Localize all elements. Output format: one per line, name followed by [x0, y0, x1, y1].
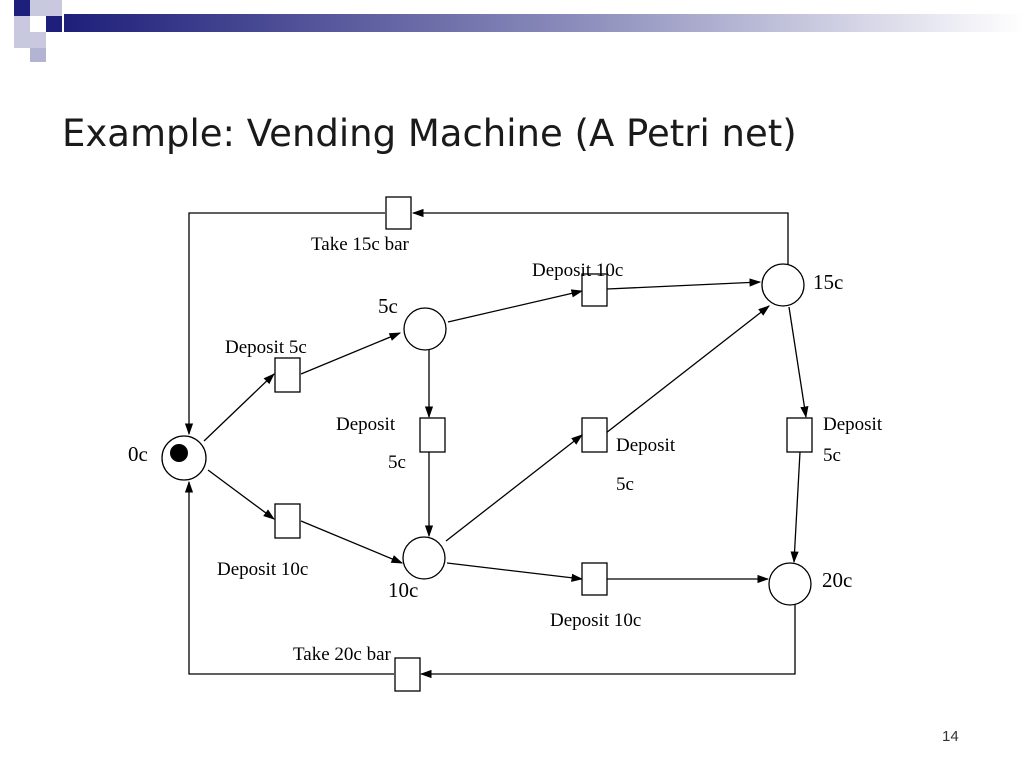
arc-dep5r-to-20c: [790, 451, 801, 564]
transition-label-dep5-d-line1: Deposit: [616, 435, 676, 456]
slide-title: Example: Vending Machine (A Petri net): [62, 112, 797, 155]
deco-square-light-5: [14, 32, 30, 48]
place-label-10c: 10c: [388, 578, 418, 602]
transition-dep10-bottom: [581, 562, 608, 596]
transition-dep5-d: [581, 417, 608, 453]
place-label-0c: 0c: [128, 442, 148, 466]
deco-square-light-2: [46, 0, 62, 16]
arc-0c-to-dep5a: [203, 373, 275, 442]
transition-label-dep5-r-line1: Deposit: [823, 414, 883, 435]
arc-0c-to-dep10left: [207, 469, 275, 520]
deco-square-light-4: [30, 32, 46, 48]
transition-label-dep10-left: Deposit 10c: [217, 559, 308, 580]
transition-label-dep5-d-line2: 5c: [616, 474, 634, 495]
arc-take20-to-0c: [184, 480, 394, 675]
arc-15c-to-dep5r: [788, 306, 809, 419]
transition-label-dep10-top: Deposit 10c: [532, 260, 623, 281]
arc-dep10top-to-15c: [606, 278, 762, 290]
arc-20c-to-take20: [419, 604, 796, 679]
arc-take15-to-0c: [184, 212, 385, 436]
transition-dep10-left: [274, 503, 301, 539]
page-number: 14: [942, 728, 959, 745]
place-label-20c: 20c: [822, 568, 852, 592]
transition-dep5-r: [786, 417, 813, 453]
place-5c: [403, 307, 447, 351]
arc-5c-to-dep10top: [447, 289, 584, 323]
deco-square-light-3: [14, 16, 30, 32]
transition-label-dep5-v-line2: 5c: [388, 452, 406, 473]
transition-label-dep5-a: Deposit 5c: [225, 337, 307, 358]
arc-dep10left-to-10c: [300, 520, 404, 564]
deco-square-navy-1: [14, 0, 30, 16]
place-20c: [768, 562, 812, 606]
transition-label-dep5-r-line2: 5c: [823, 445, 841, 466]
place-label-5c: 5c: [378, 294, 398, 318]
arc-15c-to-take15: [411, 208, 789, 268]
place-label-15c: 15c: [813, 270, 843, 294]
transition-take15: [385, 196, 412, 230]
header-band: [14, 0, 1024, 62]
deco-square-light-1: [30, 0, 46, 16]
transition-dep5-v: [419, 417, 446, 453]
token-0c: [170, 444, 188, 462]
transition-take20: [394, 657, 421, 692]
arc-dep5d-to-15c: [605, 305, 770, 434]
transition-dep5-a: [274, 357, 301, 393]
arc-dep5a-to-5c: [300, 332, 402, 375]
deco-square-light-6: [30, 48, 46, 62]
place-15c: [761, 263, 805, 307]
transition-label-dep5-v-line1: Deposit: [336, 414, 396, 435]
deco-square-navy-2: [46, 16, 62, 32]
arc-10c-to-dep5d: [445, 434, 583, 542]
transition-label-dep10-bottom: Deposit 10c: [550, 610, 641, 631]
arc-10c-to-dep10bottom: [446, 562, 584, 582]
transition-label-take15: Take 15c bar: [311, 234, 410, 255]
transition-dep10-top: [581, 273, 608, 307]
transition-label-take20: Take 20c bar: [293, 644, 392, 665]
header-gradient-bar: [64, 14, 1024, 32]
place-10c: [402, 536, 446, 580]
